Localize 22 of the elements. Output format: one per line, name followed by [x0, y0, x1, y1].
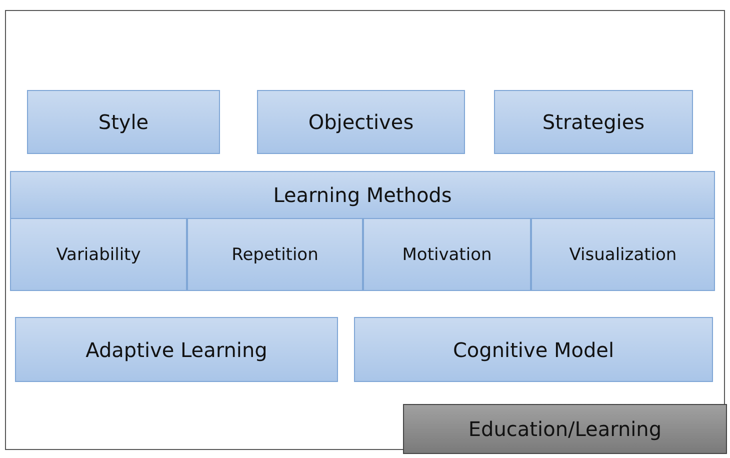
block	[10, 218, 187, 291]
block	[354, 317, 713, 382]
block-label: Adaptive Learning	[86, 338, 268, 362]
block-label: Motivation	[402, 244, 492, 264]
block-label: Visualization	[569, 244, 677, 264]
block	[494, 90, 693, 154]
category-block	[403, 404, 727, 454]
block	[10, 171, 715, 219]
block	[27, 90, 220, 154]
block-label: Education/Learning	[468, 417, 662, 441]
block-label: Repetition	[232, 244, 318, 264]
block	[257, 90, 465, 154]
block	[363, 218, 531, 291]
block-label: Learning Methods	[273, 183, 452, 207]
block	[187, 218, 363, 291]
block-label: Objectives	[308, 110, 414, 134]
block	[531, 218, 715, 291]
block	[15, 317, 338, 382]
block-label: Variability	[56, 244, 141, 264]
block-label: Style	[98, 110, 149, 134]
block-label: Cognitive Model	[452, 338, 614, 362]
block-label: Strategies	[542, 110, 645, 134]
